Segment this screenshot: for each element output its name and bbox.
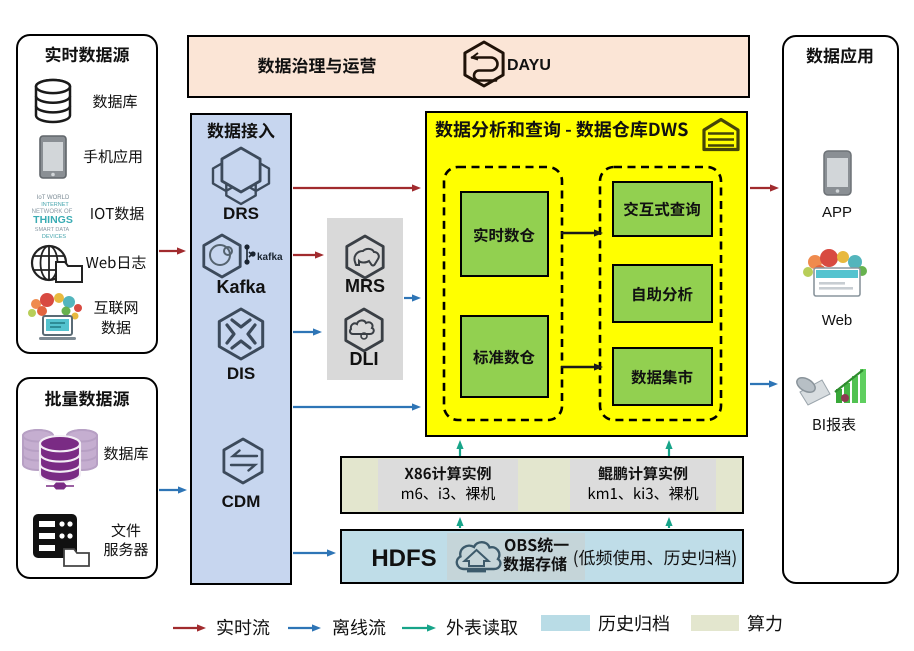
svg-text:APP: APP bbox=[822, 204, 852, 221]
svg-text:Kafka: Kafka bbox=[216, 277, 266, 297]
svg-text:DIS: DIS bbox=[227, 364, 255, 383]
svg-text:DAYU: DAYU bbox=[507, 57, 551, 74]
svg-text:HDFS: HDFS bbox=[371, 545, 436, 572]
svg-text:DLI: DLI bbox=[350, 349, 379, 369]
svg-text:SMART DATA: SMART DATA bbox=[35, 227, 70, 233]
svg-text:IoT WORLD: IoT WORLD bbox=[37, 195, 70, 201]
svg-text:INTERNET: INTERNET bbox=[41, 202, 69, 208]
svg-text:Web: Web bbox=[822, 312, 853, 329]
svg-text:kafka: kafka bbox=[257, 252, 283, 263]
svg-text:CDM: CDM bbox=[222, 492, 261, 511]
svg-text:DRS: DRS bbox=[223, 204, 259, 223]
svg-text:NETWORK OF: NETWORK OF bbox=[32, 209, 73, 215]
svg-text:THINGS: THINGS bbox=[33, 214, 73, 226]
svg-text:MRS: MRS bbox=[345, 276, 385, 296]
svg-text:DEVICES: DEVICES bbox=[42, 234, 66, 240]
